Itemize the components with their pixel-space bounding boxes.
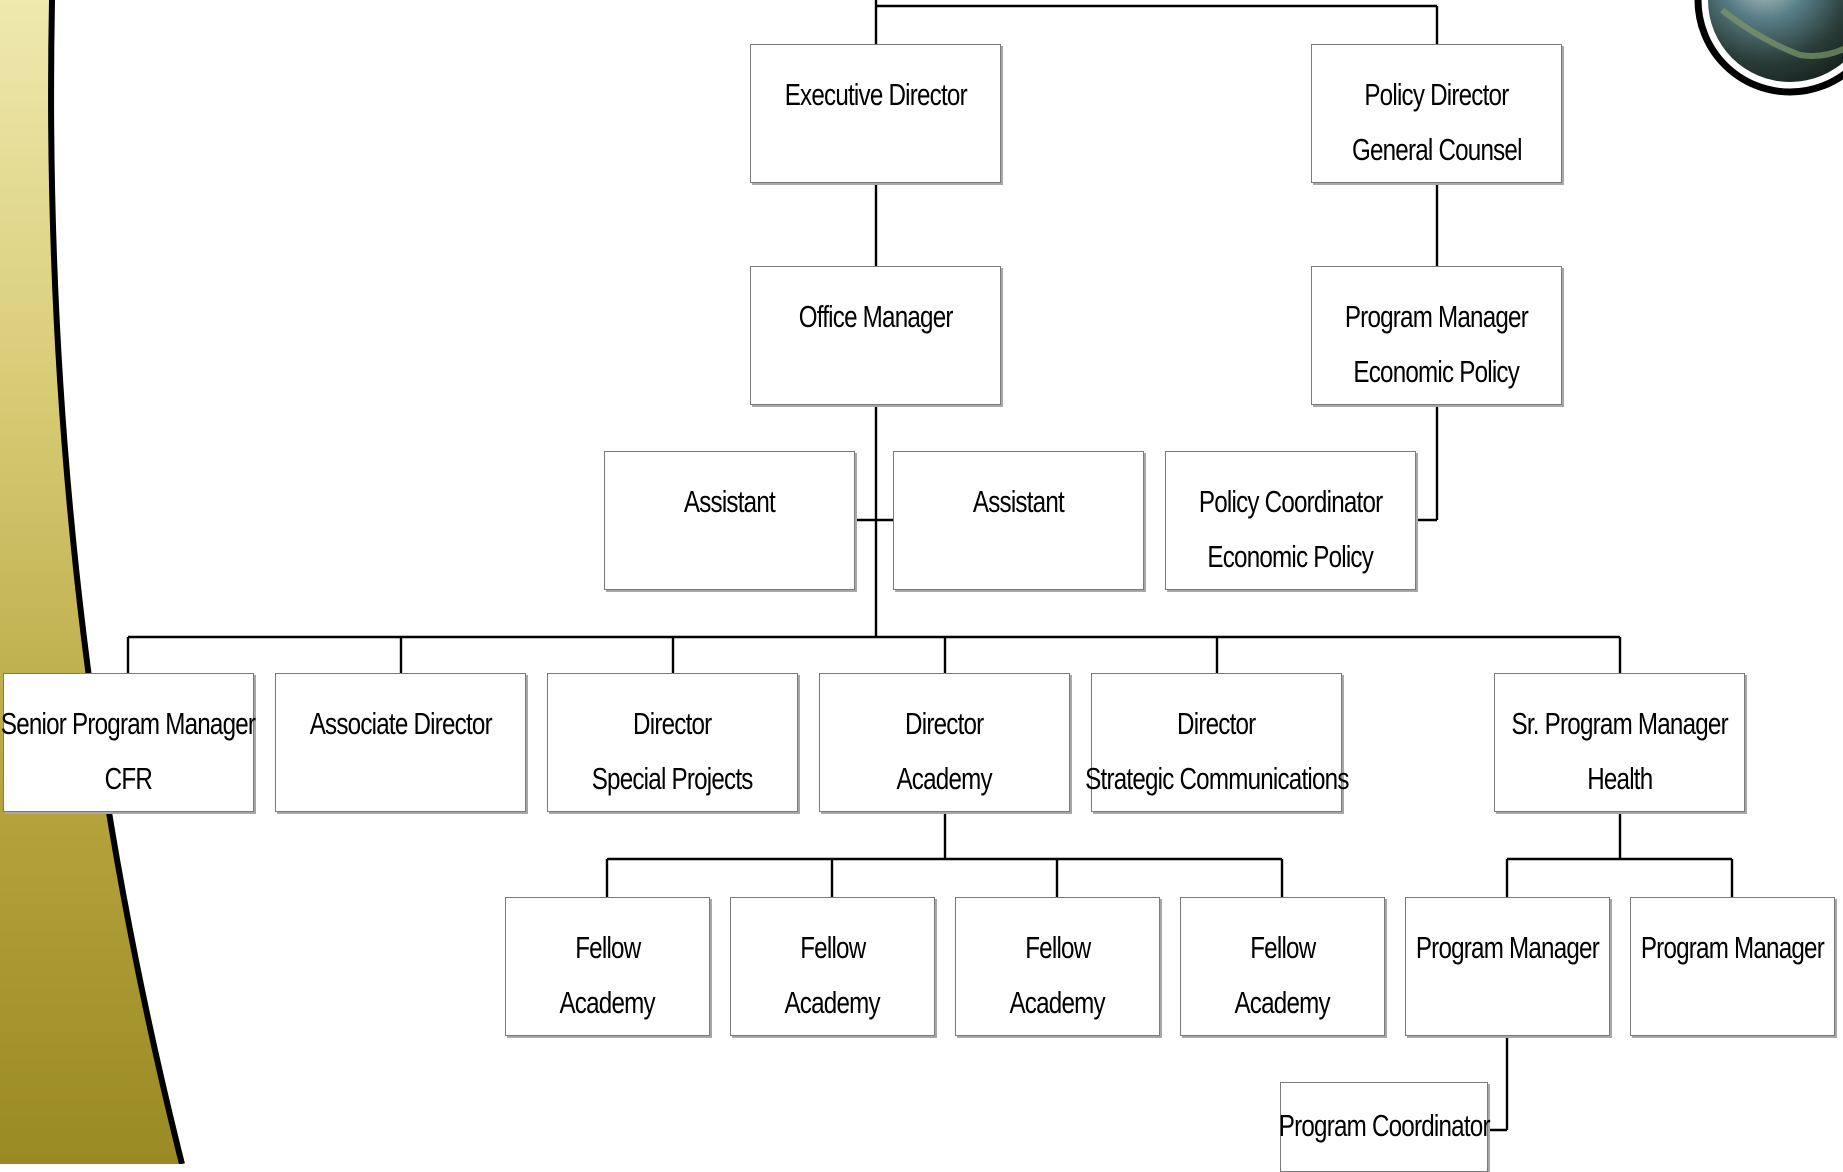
box-line: Academy (784, 985, 881, 1020)
fellow-academy-box[interactable]: Fellow Academy (1180, 897, 1385, 1036)
box-line: Program Manager (1415, 930, 1600, 965)
box-line: Policy Director (1364, 77, 1509, 112)
box-line: Director (633, 706, 712, 741)
box-line: Program Manager (1640, 930, 1825, 965)
box-line: Special Projects (592, 761, 754, 796)
box-line: Sr. Program Manager (1511, 706, 1728, 741)
box-line: Academy (1234, 985, 1331, 1020)
box-line: Fellow (1249, 930, 1316, 965)
box-line: Associate Director (309, 706, 492, 741)
box-line: Director (1177, 706, 1256, 741)
box-line: Strategic Communications (1084, 761, 1349, 796)
box-line: Health (1586, 761, 1653, 796)
box-line: CFR (104, 761, 153, 796)
box-line: Policy Coordinator (1198, 484, 1383, 519)
box-line: Assistant (972, 484, 1065, 519)
box-line: Academy (1009, 985, 1106, 1020)
assistant-left-box[interactable]: Assistant (604, 451, 855, 590)
fellow-academy-box[interactable]: Fellow Academy (730, 897, 935, 1036)
assistant-right-box[interactable]: Assistant (893, 451, 1144, 590)
box-line: Program Coordinator (1278, 1108, 1491, 1143)
senior-program-manager-cfr-box[interactable]: Senior Program Manager CFR (1, 673, 256, 812)
program-manager-health-box[interactable]: Program Manager (1405, 897, 1610, 1036)
director-special-projects-box[interactable]: Director Special Projects (547, 673, 798, 812)
box-line: Academy (559, 985, 656, 1020)
box-line: Economic Policy (1207, 539, 1374, 574)
box-line: Senior Program Manager (1, 706, 256, 741)
fellow-academy-box[interactable]: Fellow Academy (955, 897, 1160, 1036)
policy-director-box[interactable]: Policy Director General Counsel (1311, 44, 1562, 183)
box-line: Academy (896, 761, 993, 796)
executive-director-box[interactable]: Executive Director (750, 44, 1001, 183)
box-line: Fellow (799, 930, 866, 965)
sr-program-manager-health-box[interactable]: Sr. Program Manager Health (1494, 673, 1745, 812)
box-line: Executive Director (784, 77, 967, 112)
box-line: Fellow (574, 930, 641, 965)
left-band-edge (48, 0, 185, 1164)
left-gold-band (0, 0, 182, 1164)
fellow-academy-box[interactable]: Fellow Academy (505, 897, 710, 1036)
globe-logo-icon (1694, 0, 1843, 96)
program-coordinator-box[interactable]: Program Coordinator (1278, 1082, 1491, 1172)
box-line: Director (905, 706, 984, 741)
director-academy-box[interactable]: Director Academy (819, 673, 1070, 812)
program-manager-economic-box[interactable]: Program Manager Economic Policy (1311, 266, 1562, 405)
box-line: Economic Policy (1353, 354, 1520, 389)
box-line: Program Manager (1344, 299, 1529, 334)
director-strategic-communications-box[interactable]: Director Strategic Communications (1085, 673, 1349, 812)
associate-director-box[interactable]: Associate Director (275, 673, 526, 812)
office-manager-box[interactable]: Office Manager (750, 266, 1001, 405)
box-line: Fellow (1024, 930, 1091, 965)
box-line: Office Manager (798, 299, 954, 334)
box-line: General Counsel (1351, 132, 1523, 167)
box-line: Assistant (683, 484, 776, 519)
program-manager-health-box[interactable]: Program Manager (1630, 897, 1835, 1036)
policy-coordinator-box[interactable]: Policy Coordinator Economic Policy (1165, 451, 1416, 590)
